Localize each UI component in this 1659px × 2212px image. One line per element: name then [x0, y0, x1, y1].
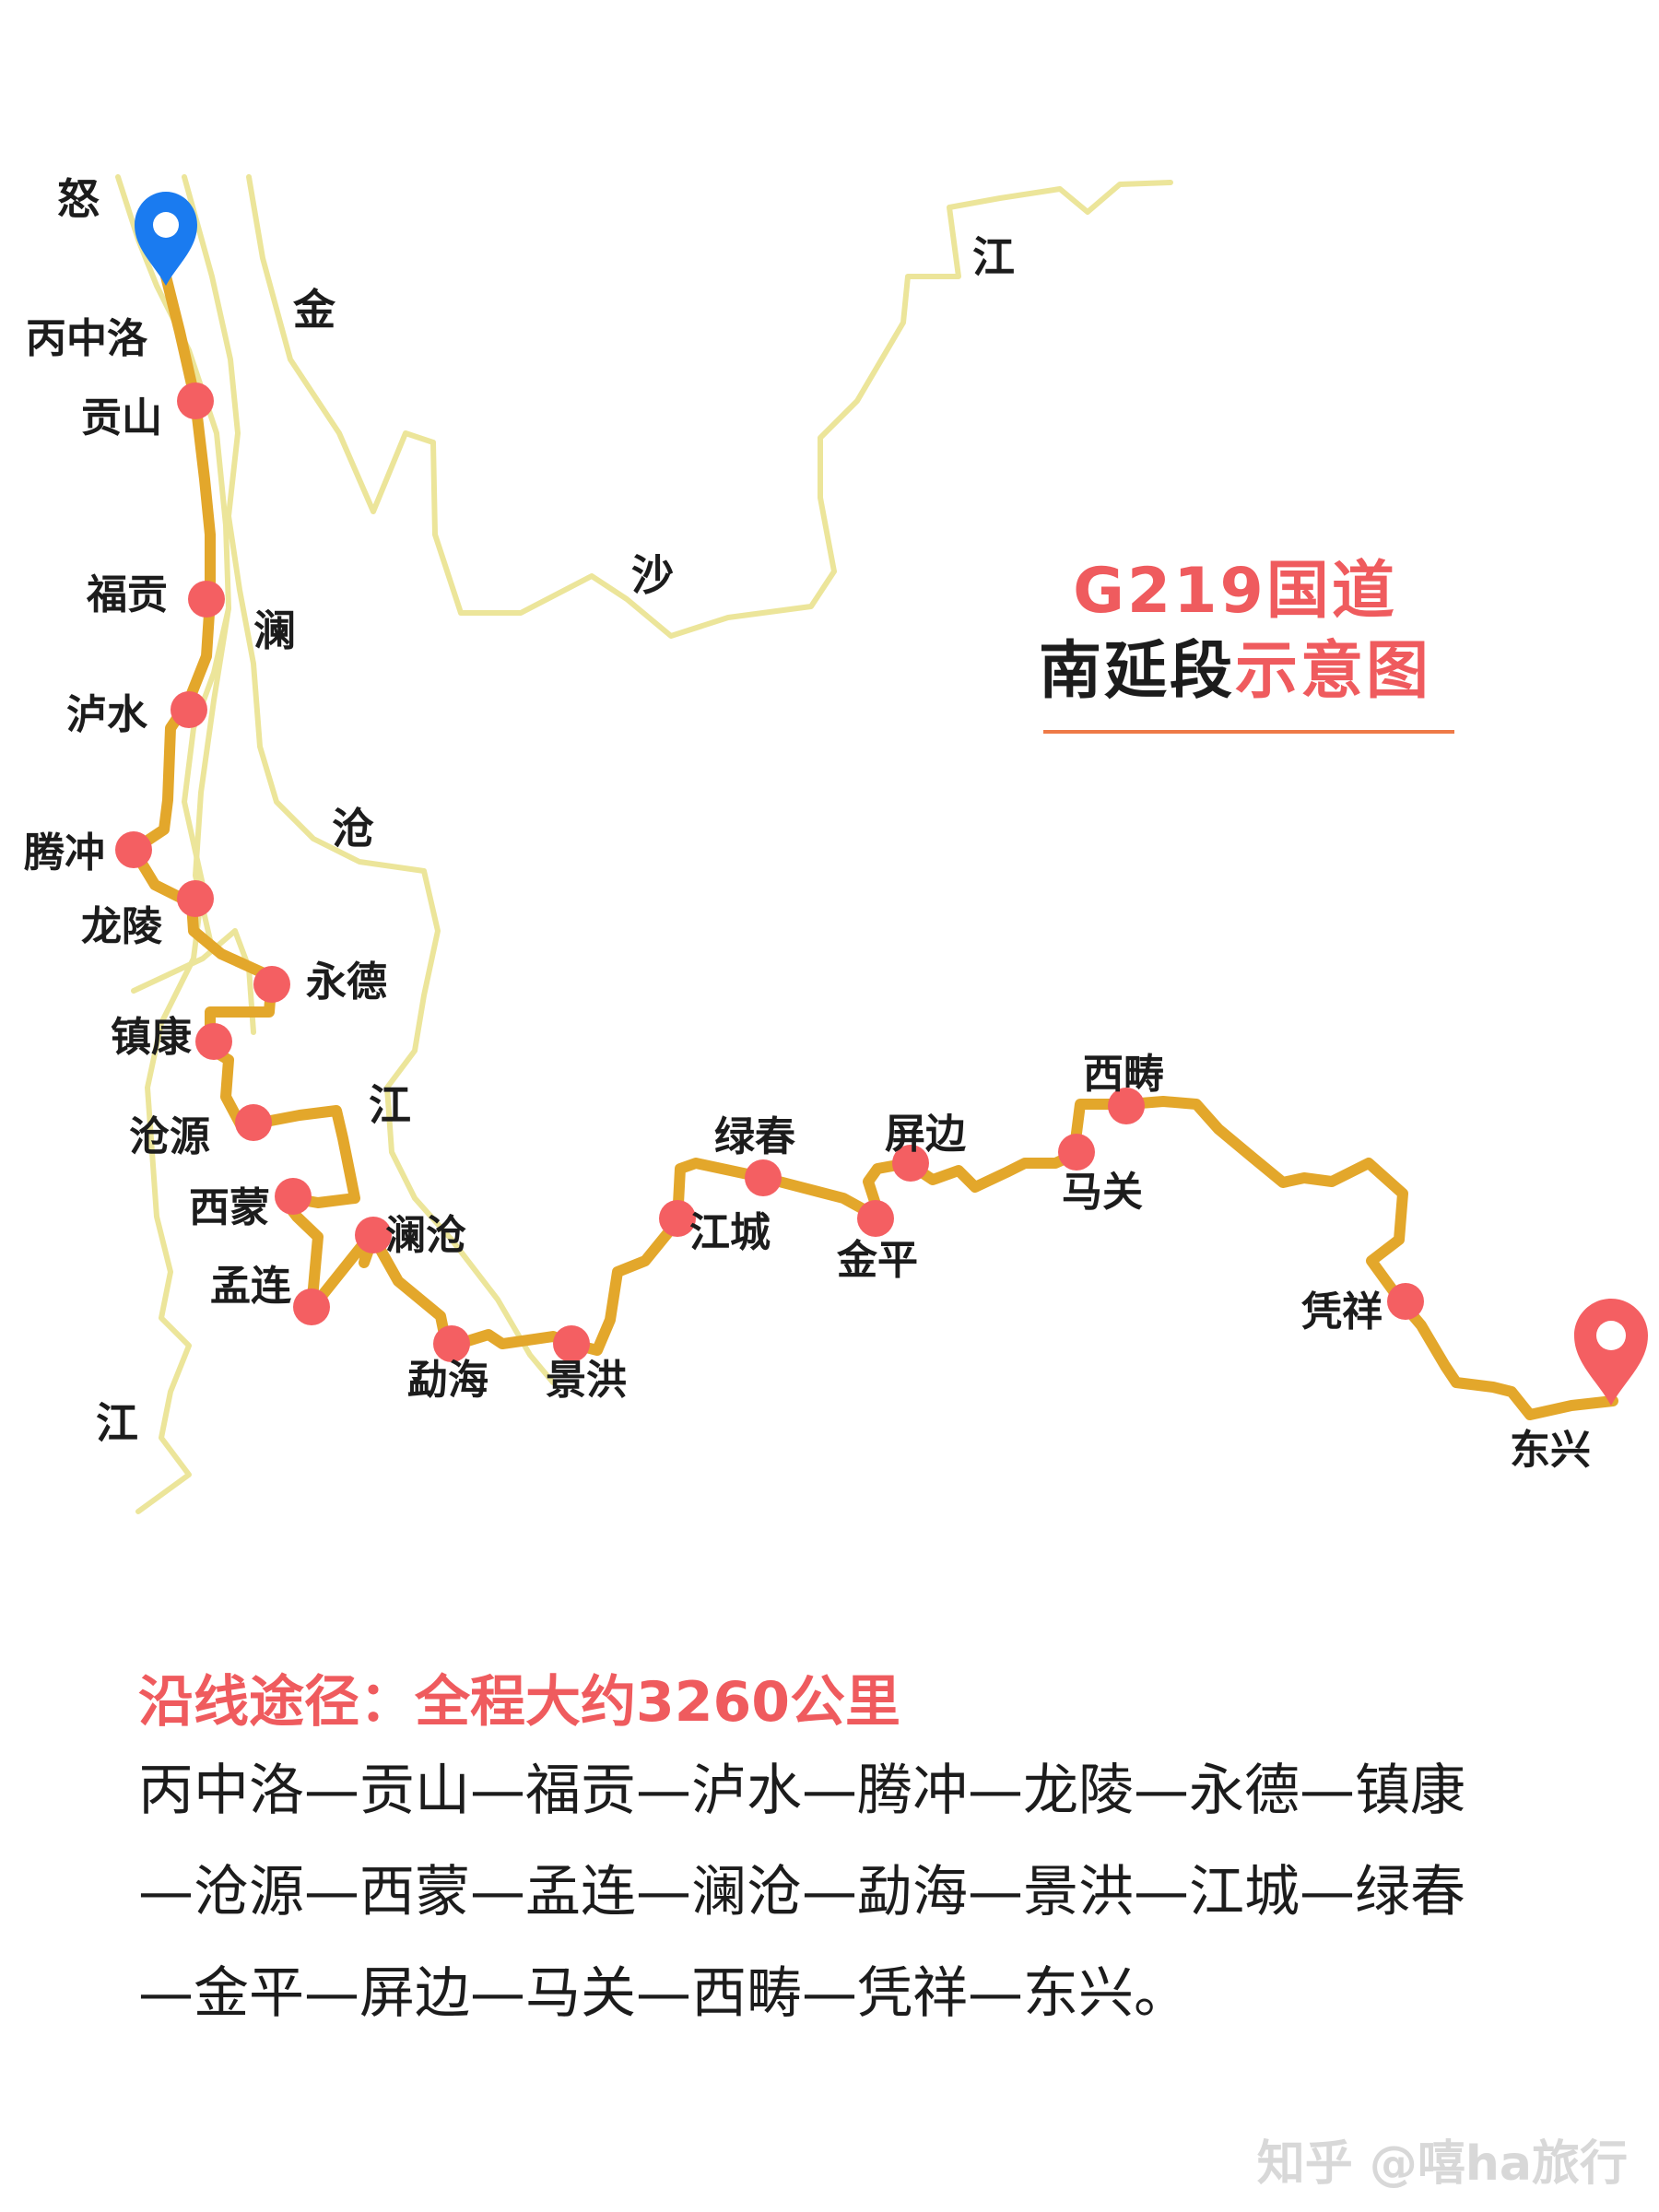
stop-marker-menghai[interactable]	[433, 1325, 470, 1362]
stop-label-tengchong: 腾冲	[24, 830, 105, 877]
stop-label-longling: 龙陵	[81, 903, 162, 950]
stop-marker-menglian[interactable]	[293, 1288, 330, 1325]
stop-marker-xichou[interactable]	[1108, 1088, 1145, 1124]
stop-label-fugong: 福贡	[86, 571, 168, 618]
stop-label-jinghong: 景洪	[546, 1357, 627, 1404]
stop-marker-jiangcheng[interactable]	[659, 1200, 696, 1237]
jinsha-river-label-2: 沙	[631, 550, 674, 600]
stop-marker-lvchun[interactable]	[745, 1159, 782, 1196]
stop-marker-cangyuan[interactable]	[235, 1104, 272, 1141]
stop-label-ximeng: 西蒙	[189, 1184, 270, 1231]
watermark: 知乎 @嘻ha旅行	[1256, 2136, 1628, 2192]
start-pin-icon[interactable]	[135, 192, 197, 286]
lancang-river-label-3: 江	[369, 1080, 411, 1130]
stop-marker-gongshan[interactable]	[177, 382, 214, 419]
stop-label-gongshan: 贡山	[81, 394, 162, 441]
stop-label-pingbian: 屏边	[885, 1111, 966, 1158]
stop-label-zhenkang: 镇康	[111, 1014, 192, 1061]
stop-label-jinping: 金平	[836, 1237, 918, 1284]
stop-label-menglian: 孟连	[210, 1263, 291, 1310]
jinsha-river-line	[246, 174, 1173, 639]
nu-river-label-2: 江	[96, 1398, 138, 1448]
rivers	[115, 174, 1173, 1514]
stop-label-lvchun: 绿春	[714, 1113, 795, 1160]
stop-label-cangyuan: 沧源	[129, 1113, 210, 1160]
map-title-accent: 示意图	[1235, 635, 1432, 708]
stop-label-maguan: 马关	[1062, 1169, 1143, 1216]
stop-label-yongde: 永德	[306, 959, 387, 1006]
lancang-river-west	[131, 928, 256, 1035]
stop-marker-maguan[interactable]	[1058, 1134, 1095, 1171]
river-labels: 怒 江 金 沙 江 澜 沧 江	[57, 174, 1015, 1448]
route-map: 怒 江 金 沙 江 澜 沧 江	[24, 174, 1648, 1514]
map-title-line2: 南延段示意图	[977, 619, 1493, 711]
lancang-river-label-1: 澜	[253, 606, 296, 655]
stop-marker-pingbian[interactable]	[892, 1145, 929, 1182]
jinsha-river-label-3: 江	[972, 232, 1015, 282]
stop-marker-fugong[interactable]	[188, 581, 225, 618]
stop-marker-lushui[interactable]	[171, 691, 207, 728]
stop-marker-jinping[interactable]	[857, 1200, 894, 1237]
stop-marker-tengchong[interactable]	[115, 831, 152, 868]
stop-label-xichou: 西畴	[1083, 1051, 1164, 1098]
stop-label-bingzhongluo: 丙中洛	[26, 315, 148, 362]
lancang-river-line	[182, 174, 556, 1385]
lancang-river-label-2: 沧	[332, 804, 374, 853]
stop-marker-ximeng[interactable]	[275, 1178, 312, 1215]
stop-marker-jinghong[interactable]	[553, 1325, 590, 1362]
nu-river-label-1: 怒	[57, 174, 100, 224]
stop-marker-pingxiang[interactable]	[1387, 1283, 1424, 1320]
stop-marker-lancang[interactable]	[355, 1217, 392, 1253]
stop-label-lancang: 澜沧	[385, 1212, 466, 1259]
map-title-line1: G219国道	[1073, 555, 1397, 628]
stop-label-dongxing: 东兴	[1510, 1427, 1591, 1474]
route-description: 丙中洛—贡山—福贡—泸水—腾冲—龙陵—永德—镇康—沧源—西蒙—孟连—澜沧—勐海—…	[138, 1759, 1465, 2026]
title-divider	[1043, 730, 1454, 734]
stop-marker-zhenkang[interactable]	[195, 1023, 232, 1060]
stop-label-menghai: 勐海	[407, 1357, 488, 1404]
stop-marker-longling[interactable]	[177, 880, 214, 917]
stop-label-jiangcheng: 江城	[689, 1209, 771, 1256]
stop-label-lushui: 泸水	[66, 691, 148, 738]
stop-label-pingxiang: 凭祥	[1301, 1288, 1382, 1335]
end-pin-icon[interactable]	[1574, 1299, 1648, 1406]
map-title-main: 南延段	[1038, 635, 1235, 708]
stop-labels: 丙中洛 贡山 福贡 泸水 腾冲 龙陵 永德 镇康 沧源 西蒙 孟连 澜沧 勐海 …	[24, 315, 1591, 1474]
route-stops	[115, 382, 1424, 1362]
route-heading: 沿线途径：全程大约3260公里	[138, 1670, 900, 1735]
stop-marker-yongde[interactable]	[253, 966, 290, 1003]
jinsha-river-label-1: 金	[292, 285, 336, 335]
